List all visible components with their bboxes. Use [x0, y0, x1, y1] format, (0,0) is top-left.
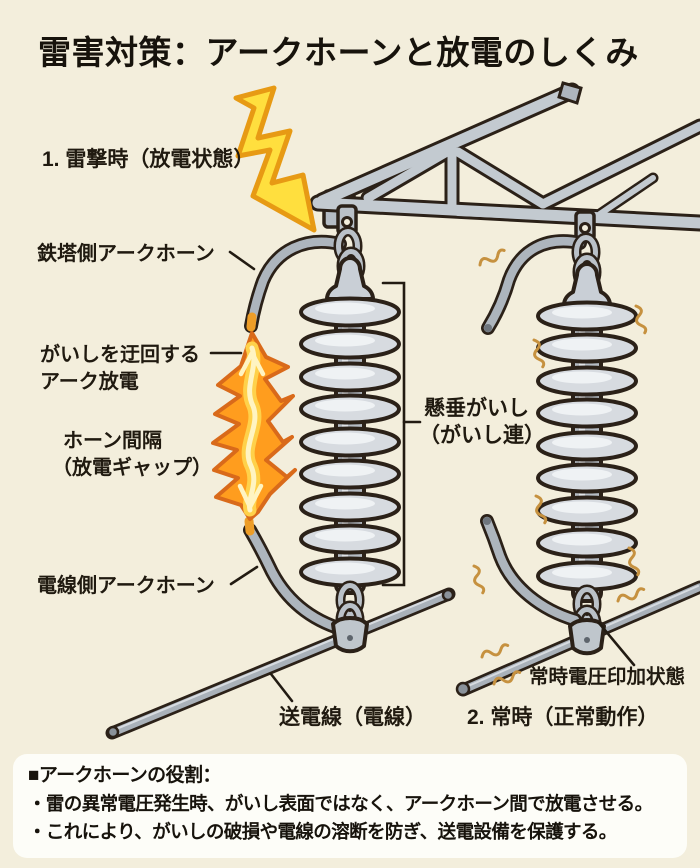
- arc-horn-top-right: [481, 234, 587, 335]
- label-tower-side-arc-horn: 鉄塔側アークホーン: [37, 243, 215, 265]
- label-wire-side-arc-horn: 電線側アークホーン: [37, 575, 215, 597]
- arc-horn-top-left: [244, 234, 347, 333]
- label-power-line: 送電線（電線）: [279, 706, 426, 729]
- power-line-left: [105, 587, 456, 740]
- suspension-clamp-left: [331, 616, 369, 654]
- label-voltage-applied: 常時電圧印加状態: [529, 666, 686, 688]
- tower-arm-truss: [309, 81, 700, 242]
- info-box-bullet1: ・雷の異常電圧発生時、がいし表面ではなく、アークホーン間で放電させる。: [28, 793, 653, 814]
- arc-horn-bottom-right: [480, 514, 582, 627]
- label-suspension-insulator-line2: （がいし連）: [419, 424, 545, 447]
- label-suspension-insulator-line1: 懸垂がいし: [424, 397, 529, 420]
- insulator-bracket: [381, 281, 406, 587]
- insulator-string-right: [536, 238, 638, 639]
- label-arc-discharge-line2: アーク放電: [40, 371, 139, 393]
- info-box: ■アークホーンの役割： ・雷の異常電圧発生時、がいし表面ではなく、アークホーン間…: [13, 754, 687, 858]
- label-arc-discharge-line1: がいしを迂回する: [40, 344, 200, 366]
- info-box-bullet2: ・これにより、がいしの破損や電線の溶断を防ぎ、送電設備を保護する。: [28, 821, 617, 842]
- lightning-bolt-icon: [233, 85, 317, 233]
- arc-discharge-flame-icon: [211, 331, 297, 521]
- page-title: 雷害対策：アークホーンと放電のしくみ: [38, 34, 639, 71]
- label-horn-gap-line2: （放電ギャップ）: [52, 457, 212, 479]
- suspension-clamp-right: [568, 618, 606, 656]
- scene2-heading: 2. 常時（正常動作）: [467, 706, 659, 729]
- scene1-heading: 1. 雷撃時（放電状態）: [42, 148, 255, 171]
- label-horn-gap-line1: ホーン間隔: [63, 430, 162, 452]
- info-box-heading: ■アークホーンの役割：: [28, 765, 221, 786]
- insulator-string-left: [299, 232, 401, 635]
- arc-horn-bottom-left: [243, 516, 359, 639]
